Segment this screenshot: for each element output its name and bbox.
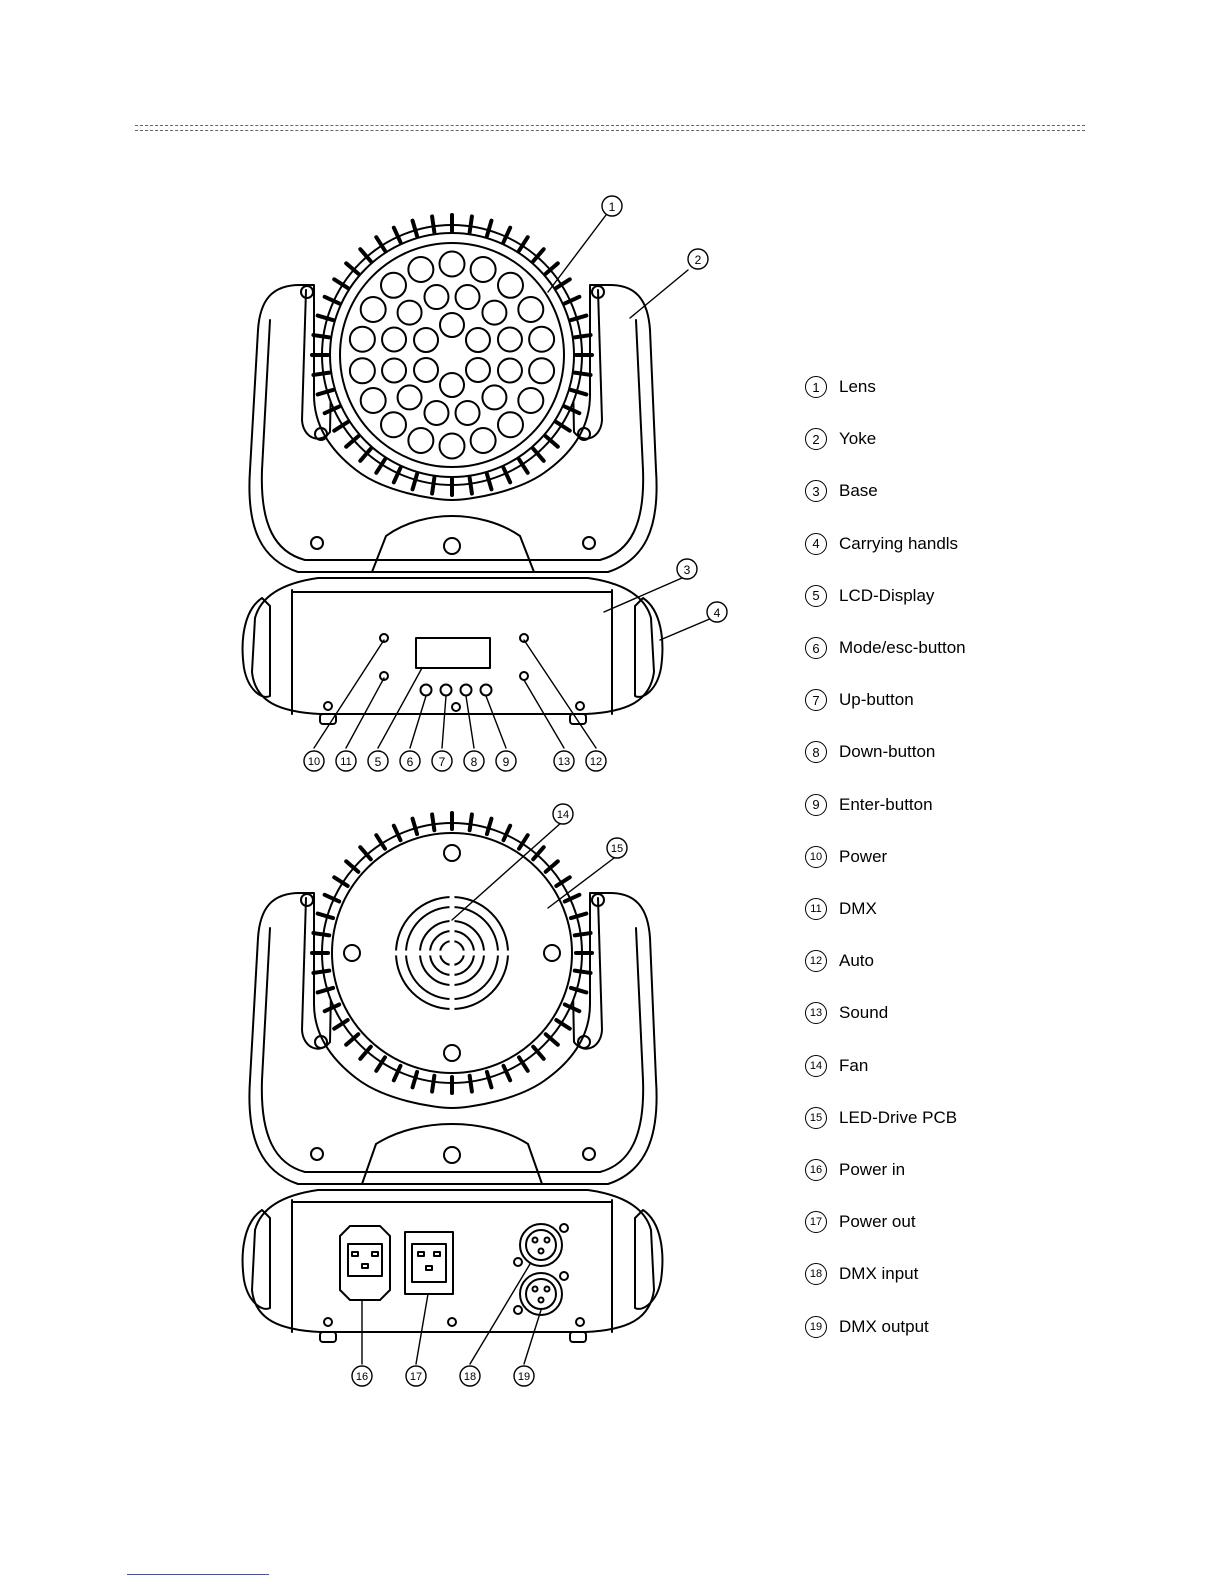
- callout-1: 1: [602, 196, 622, 216]
- cooling-fin: [470, 478, 472, 494]
- front-view: [243, 215, 663, 724]
- front-base-screw: [452, 703, 460, 711]
- cooling-fin: [432, 814, 434, 830]
- callout-12: 12: [586, 751, 606, 771]
- rear-foot: [570, 1332, 586, 1342]
- callout-7: 7: [432, 751, 452, 771]
- rear-base-screw: [576, 1318, 584, 1326]
- callout-3: 3: [677, 559, 697, 579]
- callout-16: 16: [352, 1366, 372, 1386]
- svg-text:9: 9: [503, 755, 510, 769]
- callout-2: 2: [688, 249, 708, 269]
- sound-led: [520, 672, 528, 680]
- svg-text:2: 2: [695, 253, 702, 267]
- cooling-fin: [313, 971, 329, 973]
- enter-button: [481, 685, 492, 696]
- rear-base-screw: [324, 1318, 332, 1326]
- cooling-fin: [575, 933, 591, 935]
- callout-13: 13: [554, 751, 574, 771]
- svg-text:6: 6: [407, 755, 414, 769]
- callout-9: 9: [496, 751, 516, 771]
- front-yoke-cover: [372, 516, 534, 572]
- up-button: [441, 685, 452, 696]
- front-yoke-cover-screw: [444, 538, 460, 554]
- svg-text:16: 16: [356, 1371, 368, 1383]
- svg-text:19: 19: [518, 1371, 530, 1383]
- dmx-input-xlr: [514, 1224, 568, 1266]
- callout-11: 11: [336, 751, 356, 771]
- power-out-socket: [405, 1232, 453, 1294]
- rear-yoke-screw: [583, 1148, 595, 1160]
- rear-base-screw: [448, 1318, 456, 1326]
- front-yoke-bolt: [301, 286, 313, 298]
- svg-text:13: 13: [558, 756, 570, 768]
- front-yoke-screw: [583, 537, 595, 549]
- cooling-fin: [432, 216, 434, 232]
- cooling-fin: [313, 933, 329, 935]
- cooling-fin: [575, 335, 591, 337]
- front-base-outline: [252, 578, 654, 714]
- front-foot: [570, 714, 586, 724]
- cooling-fin: [575, 971, 591, 973]
- callout-6: 6: [400, 751, 420, 771]
- svg-text:17: 17: [410, 1371, 422, 1383]
- rear-yoke-cover-screw: [444, 1147, 460, 1163]
- cooling-fin: [432, 478, 434, 494]
- front-yoke-screw: [311, 537, 323, 549]
- svg-text:3: 3: [684, 563, 691, 577]
- callout-18: 18: [460, 1366, 480, 1386]
- rear-foot: [320, 1332, 336, 1342]
- callout-4: 4: [707, 602, 727, 622]
- callout-15: 15: [607, 838, 627, 858]
- front-base-screw: [576, 702, 584, 710]
- svg-text:5: 5: [375, 755, 382, 769]
- callout-8: 8: [464, 751, 484, 771]
- down-button: [461, 685, 472, 696]
- svg-text:14: 14: [557, 809, 569, 821]
- rear-view: [243, 813, 663, 1342]
- svg-text:4: 4: [714, 606, 721, 620]
- cooling-fin: [470, 1076, 472, 1092]
- cooling-fin: [313, 373, 329, 375]
- svg-text:15: 15: [611, 843, 623, 855]
- callout-10: 10: [304, 751, 324, 771]
- callout-14: 14: [553, 804, 573, 824]
- cooling-fin: [432, 1076, 434, 1092]
- footer-link-underline: [127, 1574, 269, 1575]
- front-head-outer: [322, 225, 582, 485]
- svg-text:10: 10: [308, 756, 320, 768]
- callout-5: 5: [368, 751, 388, 771]
- rear-yoke-bolt: [301, 894, 313, 906]
- svg-text:11: 11: [340, 756, 351, 768]
- lcd-display: [416, 638, 490, 668]
- callout-19: 19: [514, 1366, 534, 1386]
- power-in-socket: [340, 1226, 390, 1300]
- cooling-fin: [313, 335, 329, 337]
- callout-17: 17: [406, 1366, 426, 1386]
- rear-yoke-cover: [362, 1124, 542, 1184]
- svg-text:8: 8: [471, 755, 478, 769]
- rear-yoke-screw: [311, 1148, 323, 1160]
- svg-text:7: 7: [439, 755, 446, 769]
- svg-text:12: 12: [590, 756, 602, 768]
- svg-text:18: 18: [464, 1371, 476, 1383]
- mode-esc-button: [421, 685, 432, 696]
- cooling-fin: [470, 216, 472, 232]
- cooling-fin: [470, 814, 472, 830]
- cooling-fin: [575, 373, 591, 375]
- svg-text:1: 1: [609, 200, 616, 214]
- front-base-screw: [324, 702, 332, 710]
